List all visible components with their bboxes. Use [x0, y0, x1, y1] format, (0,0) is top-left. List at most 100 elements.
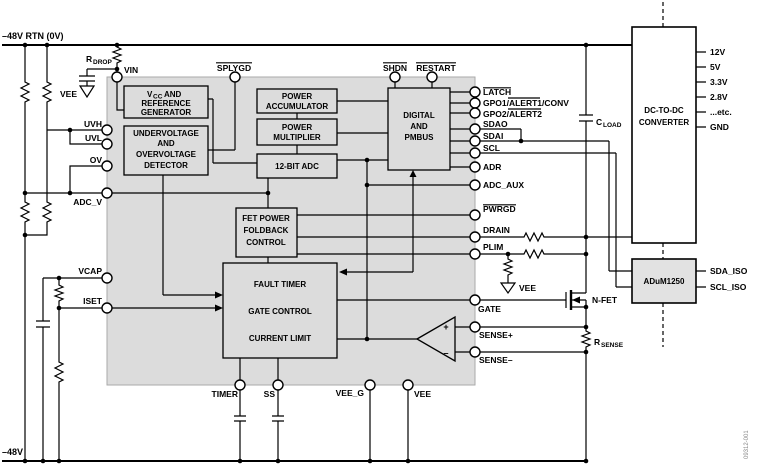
pin-iset	[101, 302, 113, 314]
power-mult-line2: MULTIPLIER	[273, 133, 321, 142]
adc-block	[256, 153, 338, 179]
rsense-label: R	[594, 337, 600, 347]
adum1250-isolator-block	[631, 258, 697, 304]
adc-v-label: ADC_V	[73, 197, 102, 207]
vee-g-label: VEE_G	[336, 388, 365, 398]
junction-dots	[22, 42, 589, 464]
rdrop-sub: DROP	[93, 59, 112, 66]
pin-scl	[469, 147, 481, 159]
timer-label: TIMER	[212, 389, 238, 399]
pin-sdai	[469, 135, 481, 147]
vee-pin-label: VEE	[414, 389, 431, 399]
iset-label: ISET	[83, 296, 103, 306]
active-low-overlines	[216, 62, 541, 206]
uvh-label: UVH	[84, 119, 102, 129]
gpo2-label: GPO2/ALERT2	[483, 109, 542, 119]
power-multiplier-block	[256, 118, 338, 146]
pin-vee-g	[364, 379, 376, 391]
shdn-label: SHDN	[383, 63, 407, 73]
vcc-reference-generator-block	[123, 85, 209, 119]
current-sense-comparator	[415, 315, 456, 363]
adum-label: ADuM1250	[644, 277, 685, 286]
pin-pwrgd	[469, 209, 481, 221]
ss-label: SS	[264, 389, 276, 399]
uvl-label: UVL	[85, 133, 102, 143]
digital-line2: AND	[410, 122, 428, 131]
pin-vee	[402, 379, 414, 391]
dcdc-out-etc: ...etc.	[710, 107, 732, 117]
gpo1-label: GPO1/ALERT1/CONV	[483, 98, 569, 108]
ic-pins	[101, 71, 481, 391]
vcap-label: VCAP	[78, 266, 102, 276]
uvov-line4: DETECTOR	[144, 161, 188, 170]
dcdc-line2: CONVERTER	[639, 118, 689, 127]
plim-label: PLIM	[483, 242, 503, 252]
vcc-ref-line3: GENERATOR	[141, 108, 192, 117]
pin-adc-aux	[469, 179, 481, 191]
pin-ss	[272, 379, 284, 391]
undervoltage-overvoltage-detector-block	[123, 125, 209, 176]
power-acc-line2: ACCUMULATOR	[266, 102, 329, 111]
pin-sense-plus	[469, 321, 481, 333]
vcc-ref-line1-and: AND	[164, 90, 182, 99]
pin-adc-v	[101, 187, 113, 199]
fault-gate-current-block	[222, 262, 338, 359]
pin-sdao	[469, 123, 481, 135]
top-rail-label: –48V RTN (0V)	[2, 31, 64, 41]
power-mult-line1: POWER	[282, 123, 312, 132]
fault-line1: FAULT TIMER	[254, 280, 307, 289]
adr-label: ADR	[483, 162, 501, 172]
dcdc-out-gnd: GND	[710, 122, 729, 132]
pin-adr	[469, 161, 481, 173]
fault-line3: CURRENT LIMIT	[249, 334, 311, 343]
dcdc-out-3v3: 3.3V	[710, 77, 728, 87]
pin-uvl	[101, 138, 113, 150]
pin-restart	[426, 71, 438, 83]
scl-label: SCL	[483, 143, 500, 153]
gate-label: GATE	[478, 304, 501, 314]
adc-label: 12-BIT ADC	[275, 162, 319, 171]
cload-sub: LOAD	[603, 122, 622, 129]
sense-minus-label: SENSE–	[479, 355, 513, 365]
dcdc-line1: DC-TO-DC	[644, 106, 684, 115]
fault-line2: GATE CONTROL	[248, 307, 312, 316]
uvov-line2: AND	[157, 139, 175, 148]
sdai-label: SDAI	[483, 131, 503, 141]
pin-sense-minus	[469, 346, 481, 358]
pin-uvh	[101, 124, 113, 136]
digital-line3: PMBUS	[405, 133, 435, 142]
adc-aux-label: ADC_AUX	[483, 180, 524, 190]
pin-ov	[101, 160, 113, 172]
pin-gate	[469, 294, 481, 306]
digital-line1: DIGITAL	[403, 111, 435, 120]
pin-timer	[234, 379, 246, 391]
bottom-rail-label: –48V	[2, 447, 23, 457]
sda-iso-label: SDA_ISO	[710, 266, 748, 276]
dcdc-out-12v: 12V	[710, 47, 725, 57]
nfet-label: N-FET	[592, 295, 618, 305]
cload-label: C	[596, 117, 602, 127]
pwrgd-label: PWRGD	[483, 204, 516, 214]
uvov-line1: UNDERVOLTAGE	[133, 129, 199, 138]
arrowheads	[215, 170, 580, 312]
pin-vcap	[101, 272, 113, 284]
vcc-ref-line1-v: V	[147, 90, 153, 99]
power-acc-line1: POWER	[282, 92, 312, 101]
splygd-label: SPLYGD	[217, 63, 251, 73]
ov-label: OV	[90, 155, 103, 165]
pin-gpo2	[469, 107, 481, 119]
vee-input-label: VEE	[60, 89, 77, 99]
pin-splygd	[229, 71, 241, 83]
vcc-ref-line1-cc: CC	[153, 94, 163, 101]
latch-label: LATCH	[483, 87, 511, 97]
drain-label: DRAIN	[483, 225, 510, 235]
figure-code: 09312-001	[744, 430, 750, 459]
pin-latch	[469, 86, 481, 98]
rsense-sub: SENSE	[601, 342, 624, 349]
vee-plim-label: VEE	[519, 283, 536, 293]
comparator-plus: +	[443, 322, 448, 332]
scl-iso-label: SCL_ISO	[710, 282, 747, 292]
vin-label: VIN	[124, 65, 138, 75]
